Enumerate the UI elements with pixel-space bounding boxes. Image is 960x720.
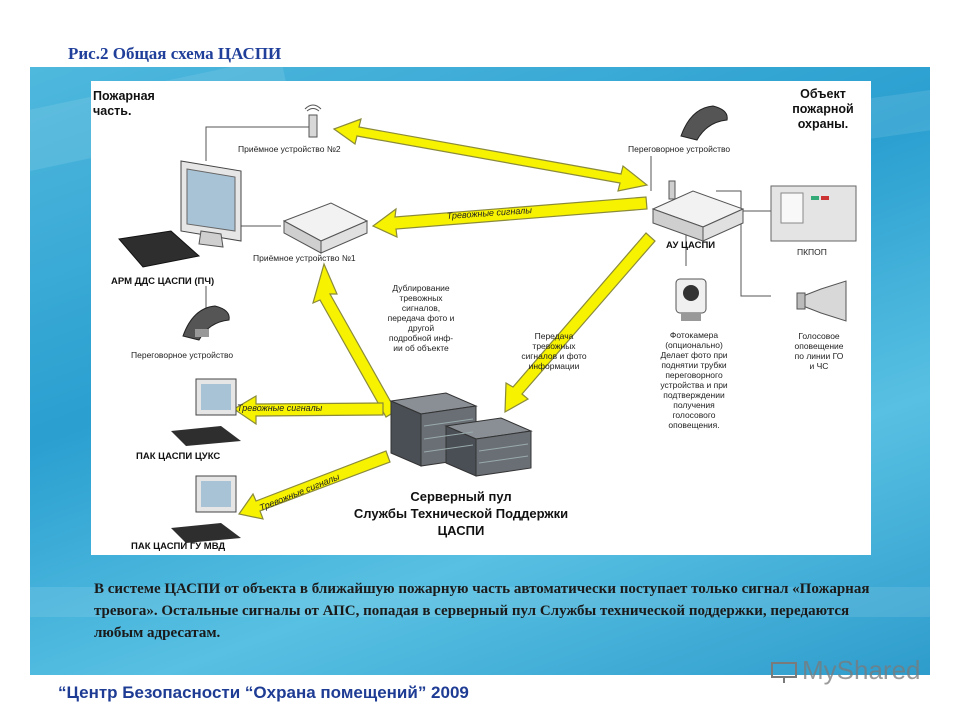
arrow-servers-to-tsuks — [232, 394, 384, 426]
footer-text: “Центр Безопасности “Охрана помещений” 2… — [58, 683, 469, 702]
svg-text:поднятии трубки: поднятии трубки — [661, 360, 727, 370]
receiver-box-icon — [282, 202, 369, 254]
server-slots — [423, 418, 529, 464]
voice-note: Голосовое оповещение по линии ГО и ЧС — [795, 331, 844, 371]
pak-mvd-label: ПАК ЦАСПИ ГУ МВД — [131, 541, 225, 552]
camera-icon — [675, 278, 707, 321]
au-caspi-label: АУ ЦАСПИ — [666, 240, 715, 251]
phone-icon — [680, 105, 728, 141]
antenna-icon — [304, 104, 322, 138]
au-controller-icon — [651, 180, 745, 242]
svg-text:сигналов и фото: сигналов и фото — [521, 351, 587, 361]
protected-object-label: пожарной — [792, 102, 854, 116]
svg-text:получения: получения — [673, 400, 715, 410]
alarm-signals-label: Тревожные сигналы — [258, 471, 341, 512]
svg-text:подтверждении: подтверждении — [663, 390, 725, 400]
arrow-receiver2-to-au — [332, 118, 649, 192]
watermark-logo: MyShared — [802, 655, 921, 685]
svg-text:тревожных: тревожных — [532, 341, 576, 351]
phone-icon — [182, 305, 230, 341]
connector-lines — [205, 126, 771, 326]
svg-text:устройства и при: устройства и при — [660, 380, 728, 390]
svg-text:переговорного: переговорного — [665, 370, 723, 380]
heading-labels: Пожарная часть. Объект пожарной охраны. — [93, 87, 854, 131]
svg-text:тревожных: тревожных — [399, 293, 443, 303]
arm-dds-label: АРМ ДДС ЦАСПИ (ПЧ) — [111, 276, 214, 287]
intercom-left-label: Переговорное устройство — [131, 350, 233, 360]
svg-text:сигналов,: сигналов, — [402, 303, 440, 313]
svg-text:Службы Технической Поддержки: Службы Технической Поддержки — [354, 506, 568, 521]
transmission-note: Передача тревожных сигналов и фото инфор… — [521, 331, 587, 371]
svg-text:оповещения.: оповещения. — [668, 420, 719, 430]
pak-tsuks-label: ПАК ЦАСПИ ЦУКС — [136, 451, 220, 462]
fire-station-label: часть. — [93, 104, 131, 118]
svg-text:оповещение: оповещение — [795, 341, 844, 351]
server-pool-label: Серверный пул Службы Технической Поддерж… — [354, 489, 568, 538]
svg-text:(опционально): (опционально) — [665, 340, 723, 350]
pkpop-label: ПКПОП — [797, 247, 827, 257]
receiver-1-label: Приёмное устройство №1 — [253, 253, 356, 263]
description-text: В системе ЦАСПИ от объекта в ближайшую п… — [94, 581, 870, 641]
receiver-2-label: Приёмное устройство №2 — [238, 144, 341, 154]
speaker-icon — [796, 280, 847, 322]
arrow-au-to-servers — [504, 232, 656, 414]
monitor-icon — [180, 160, 242, 248]
fire-station-label: Пожарная — [93, 89, 155, 103]
svg-text:информации: информации — [529, 361, 580, 371]
svg-text:по линии ГО: по линии ГО — [795, 351, 844, 361]
svg-text:передача фото и: передача фото и — [388, 313, 455, 323]
protected-object-label: охраны. — [798, 117, 849, 131]
svg-text:Фотокамера: Фотокамера — [670, 330, 718, 340]
duplication-note: Дублирование тревожных сигналов, передач… — [388, 283, 455, 353]
alarm-signals-label: Тревожные сигналы — [237, 403, 323, 413]
arrow-au-to-receiver1 — [371, 196, 648, 238]
svg-text:Передача: Передача — [535, 331, 574, 341]
svg-text:ЦАСПИ: ЦАСПИ — [438, 523, 485, 538]
system-diagram: Пожарная часть. Объект пожарной охраны. … — [91, 81, 871, 555]
svg-text:ии об объекте: ии об объекте — [393, 343, 449, 353]
svg-text:Голосовое: Голосовое — [798, 331, 840, 341]
camera-note: Фотокамера (опционально) Делает фото при… — [660, 330, 728, 430]
svg-text:голосового: голосового — [672, 410, 715, 420]
svg-text:Делает фото при: Делает фото при — [660, 350, 727, 360]
arrows — [232, 118, 656, 520]
svg-text:другой: другой — [408, 323, 434, 333]
protected-object-label: Объект — [800, 87, 846, 101]
computer-icon — [171, 378, 241, 446]
slide-title: Рис.2 Общая схема ЦАСПИ — [68, 44, 282, 63]
svg-text:Серверный пул: Серверный пул — [410, 489, 511, 504]
arrow-servers-to-mvd — [237, 450, 391, 520]
svg-text:подробной инф-: подробной инф- — [389, 333, 453, 343]
presentation-icon — [771, 662, 797, 683]
computer-icon — [171, 475, 241, 543]
keyboard-icon — [118, 230, 201, 268]
control-panel-icon — [770, 185, 857, 242]
svg-text:Дублирование: Дублирование — [392, 283, 450, 293]
arrow-servers-to-receiver1 — [312, 262, 397, 418]
svg-text:и ЧС: и ЧС — [810, 361, 829, 371]
intercom-top-label: Переговорное устройство — [628, 144, 730, 154]
